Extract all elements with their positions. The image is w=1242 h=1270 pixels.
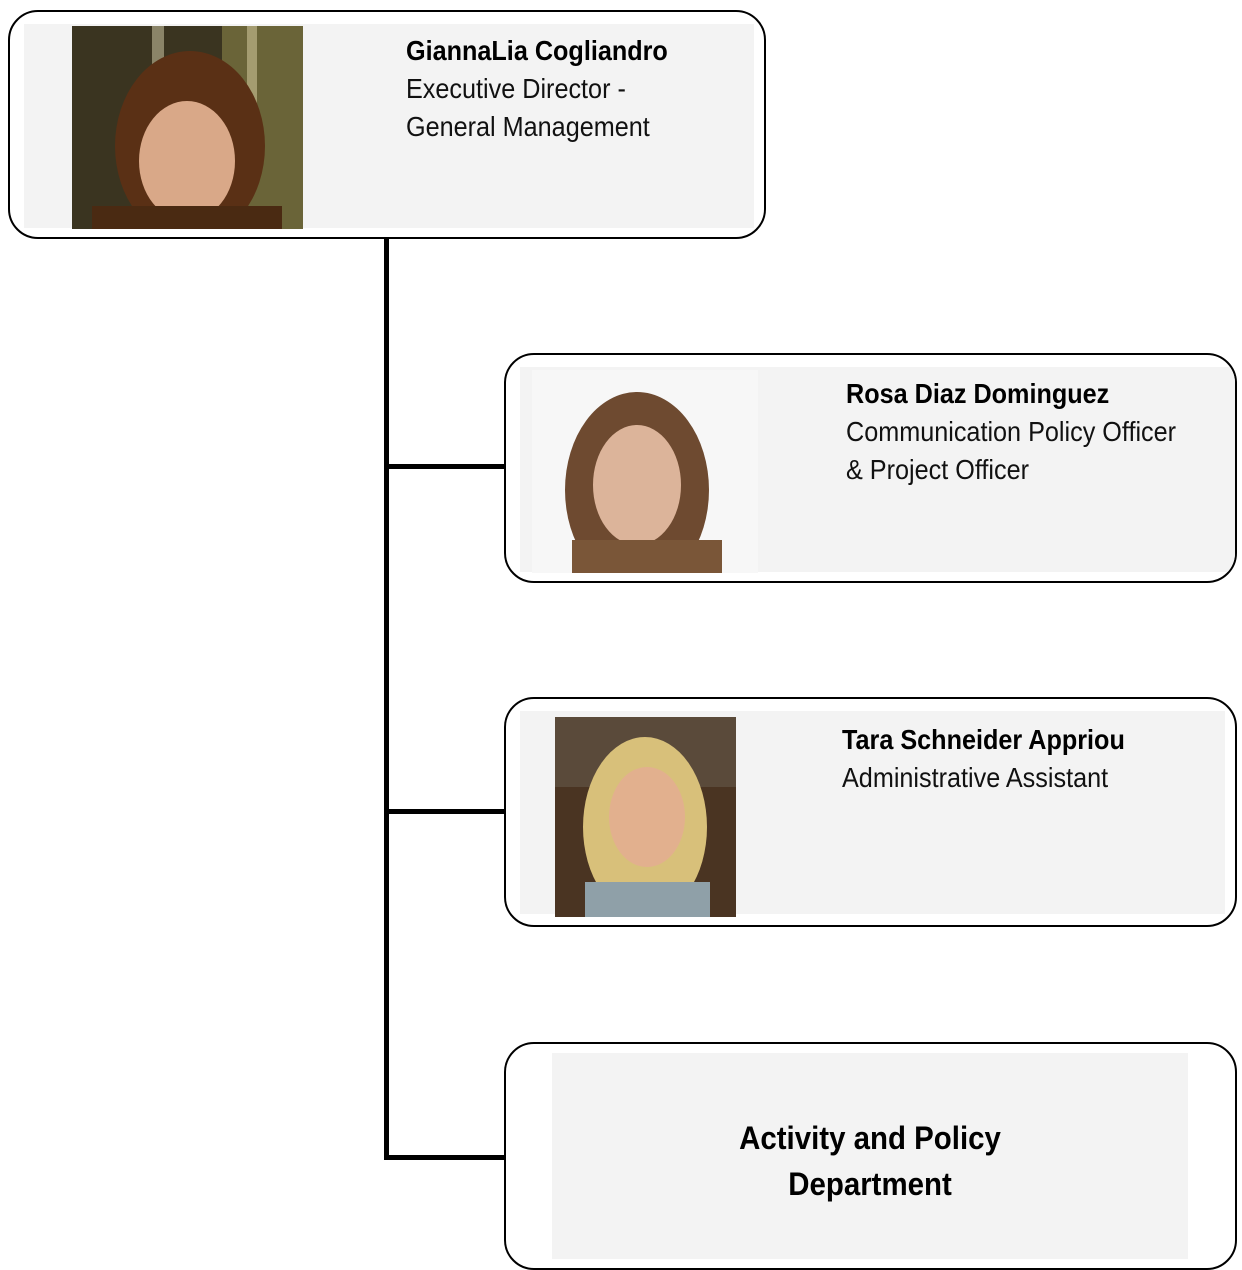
job-title-line: Executive Director -: [406, 73, 626, 104]
department-label-line: Department: [788, 1166, 952, 1202]
job-title-line: Administrative Assistant: [842, 762, 1109, 793]
department-label-line: Activity and Policy: [739, 1120, 1001, 1156]
person-name: GiannaLia Cogliandro: [406, 35, 668, 66]
branch-line-tara: [384, 809, 506, 814]
card-background: Activity and Policy Department: [552, 1053, 1188, 1259]
branch-line-rosa: [384, 464, 506, 469]
portrait-photo: [72, 26, 303, 229]
person-name: Tara Schneider Appriou: [842, 724, 1125, 755]
trunk-line: [384, 238, 389, 1160]
portrait-photo: [532, 370, 758, 573]
tara-text: Tara Schneider Appriou Administrative As…: [842, 721, 1125, 797]
org-node-department: Activity and Policy Department: [504, 1042, 1237, 1270]
job-title-line: General Management: [406, 111, 650, 142]
root-text: GiannaLia Cogliandro Executive Director …: [406, 32, 668, 146]
branch-line-department: [384, 1155, 506, 1160]
job-title-line: Communication Policy Officer: [846, 416, 1177, 447]
department-label: Activity and Policy Department: [577, 1115, 1162, 1207]
job-title-line: & Project Officer: [846, 454, 1029, 485]
org-node-tara: Tara Schneider Appriou Administrative As…: [504, 697, 1237, 927]
org-node-rosa: Rosa Diaz Dominguez Communication Policy…: [504, 353, 1237, 583]
portrait-photo: [555, 717, 736, 917]
rosa-text: Rosa Diaz Dominguez Communication Policy…: [846, 375, 1176, 489]
org-node-root: GiannaLia Cogliandro Executive Director …: [8, 10, 766, 239]
person-name: Rosa Diaz Dominguez: [846, 378, 1110, 409]
